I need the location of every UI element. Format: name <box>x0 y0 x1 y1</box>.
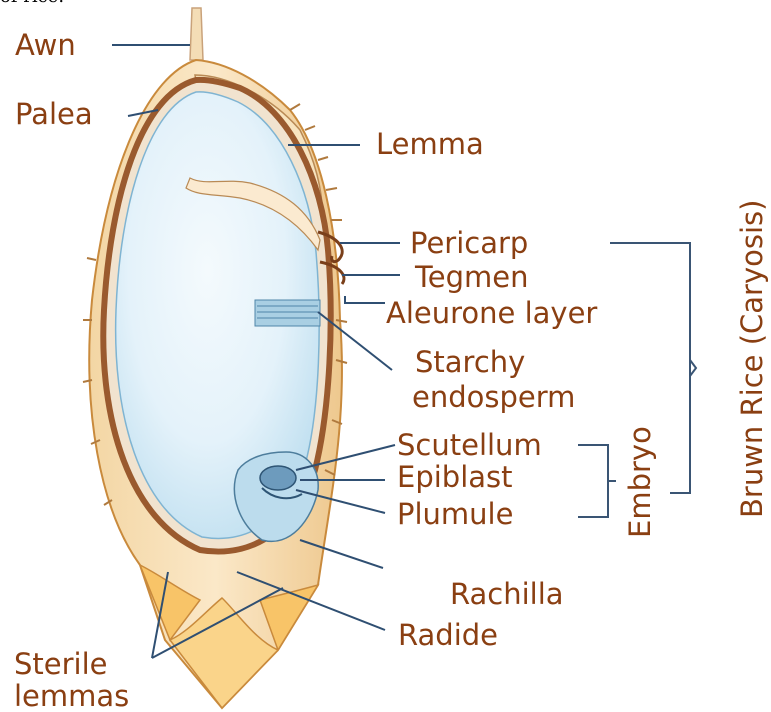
label-scutellum: Scutellum <box>397 428 542 462</box>
label-palea: Palea <box>15 97 93 131</box>
label-embryo: Embryo <box>623 426 657 538</box>
label-aleurone: Aleurone layer <box>386 296 597 330</box>
label-epiblast: Epiblast <box>397 460 513 494</box>
label-sterile-1: Sterile <box>14 647 108 681</box>
leader-aleurone <box>345 296 385 303</box>
embryo-bracket <box>578 445 608 517</box>
label-awn: Awn <box>15 28 76 62</box>
awn-shape <box>190 8 203 60</box>
label-tegmen: Tegmen <box>414 260 529 294</box>
label-starchy-1: Starchy <box>415 345 525 379</box>
label-radicle: Radide <box>398 618 498 652</box>
label-starchy-2: endosperm <box>412 380 575 414</box>
grain-artwork <box>83 8 347 708</box>
label-plumule: Plumule <box>397 497 513 531</box>
label-pericarp: Pericarp <box>410 226 528 260</box>
label-rachilla: Rachilla <box>450 577 564 611</box>
label-sterile-2: lemmas <box>14 679 129 712</box>
scutellum-shape <box>260 466 296 490</box>
label-brown-rice: Bruwn Rice (Caryosis) <box>735 200 769 518</box>
aleurone-patch <box>255 300 320 326</box>
label-lemma: Lemma <box>376 127 484 161</box>
